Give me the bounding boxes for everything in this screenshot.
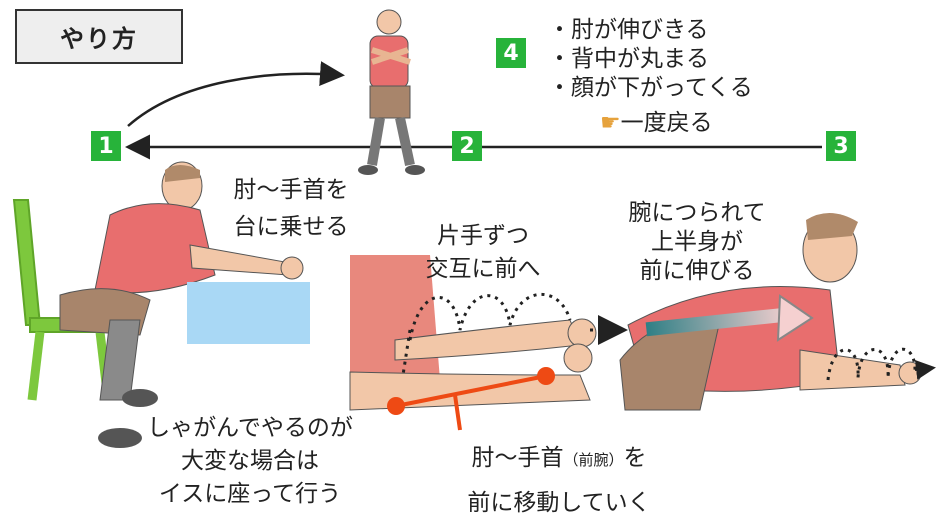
note-line: 上半身が [651,229,743,255]
note-line: 大変な場合は [181,448,319,474]
alternate-note: 片手ずつ 交互に前へ [408,222,558,284]
page-title: やり方 [60,25,138,53]
note-line: しゃがんでやるのが [147,415,353,441]
step-badge-2: 2 [452,131,482,161]
note-line: 交互に前へ [425,256,541,282]
forearm-marker-line [395,374,547,408]
note-line: ・肘が伸びきる [548,17,709,43]
body-follows-note: 腕につられて 上半身が 前に伸びる [602,199,792,286]
step-badge-3: 3 [826,131,856,161]
forearm-closeup [349,255,628,431]
leaning-figure [619,212,936,411]
title-box: やり方 [15,9,183,64]
chair-hint-note: しゃがんでやるのが 大変な場合は イスに座って行う [120,414,380,509]
forearm-small: （前腕） [563,451,624,469]
step-badge-4: 4 [496,38,526,68]
note-line: ・背中が丸まる [548,46,709,72]
forearm-after: を [623,445,647,471]
note-line: 腕につられて [628,200,766,226]
forearm-main: 肘〜手首 [471,445,564,471]
place-on-table-note: 肘〜手首を 台に乗せる [216,176,366,242]
note-line: ・顔が下がってくる [548,75,753,101]
table-block [187,282,310,344]
note-line: 肘〜手首を [233,177,349,203]
pointing-hand-icon: ☛ [600,110,621,136]
squatting-figure [59,161,304,448]
note-line: 前に移動していく [467,490,651,516]
step4-notes: ・肘が伸びきる ・背中が丸まる ・顔が下がってくる [548,16,753,103]
note-line: 片手ずつ [437,223,529,249]
note-line: 前に伸びる [639,258,755,284]
forearm-move-note: 肘〜手首（前腕）を 前に移動していく [414,444,704,518]
back-label: 一度戻る [620,110,713,136]
note-line: イスに座って行う [158,481,342,507]
curved-arrow [127,61,345,127]
note-line: 台に乗せる [233,214,349,240]
step-badge-1: 1 [91,131,121,161]
step4-back: ☛一度戻る [600,109,713,138]
note-line: 肘〜手首（前腕）を [414,444,704,475]
standing-figure [358,9,425,175]
